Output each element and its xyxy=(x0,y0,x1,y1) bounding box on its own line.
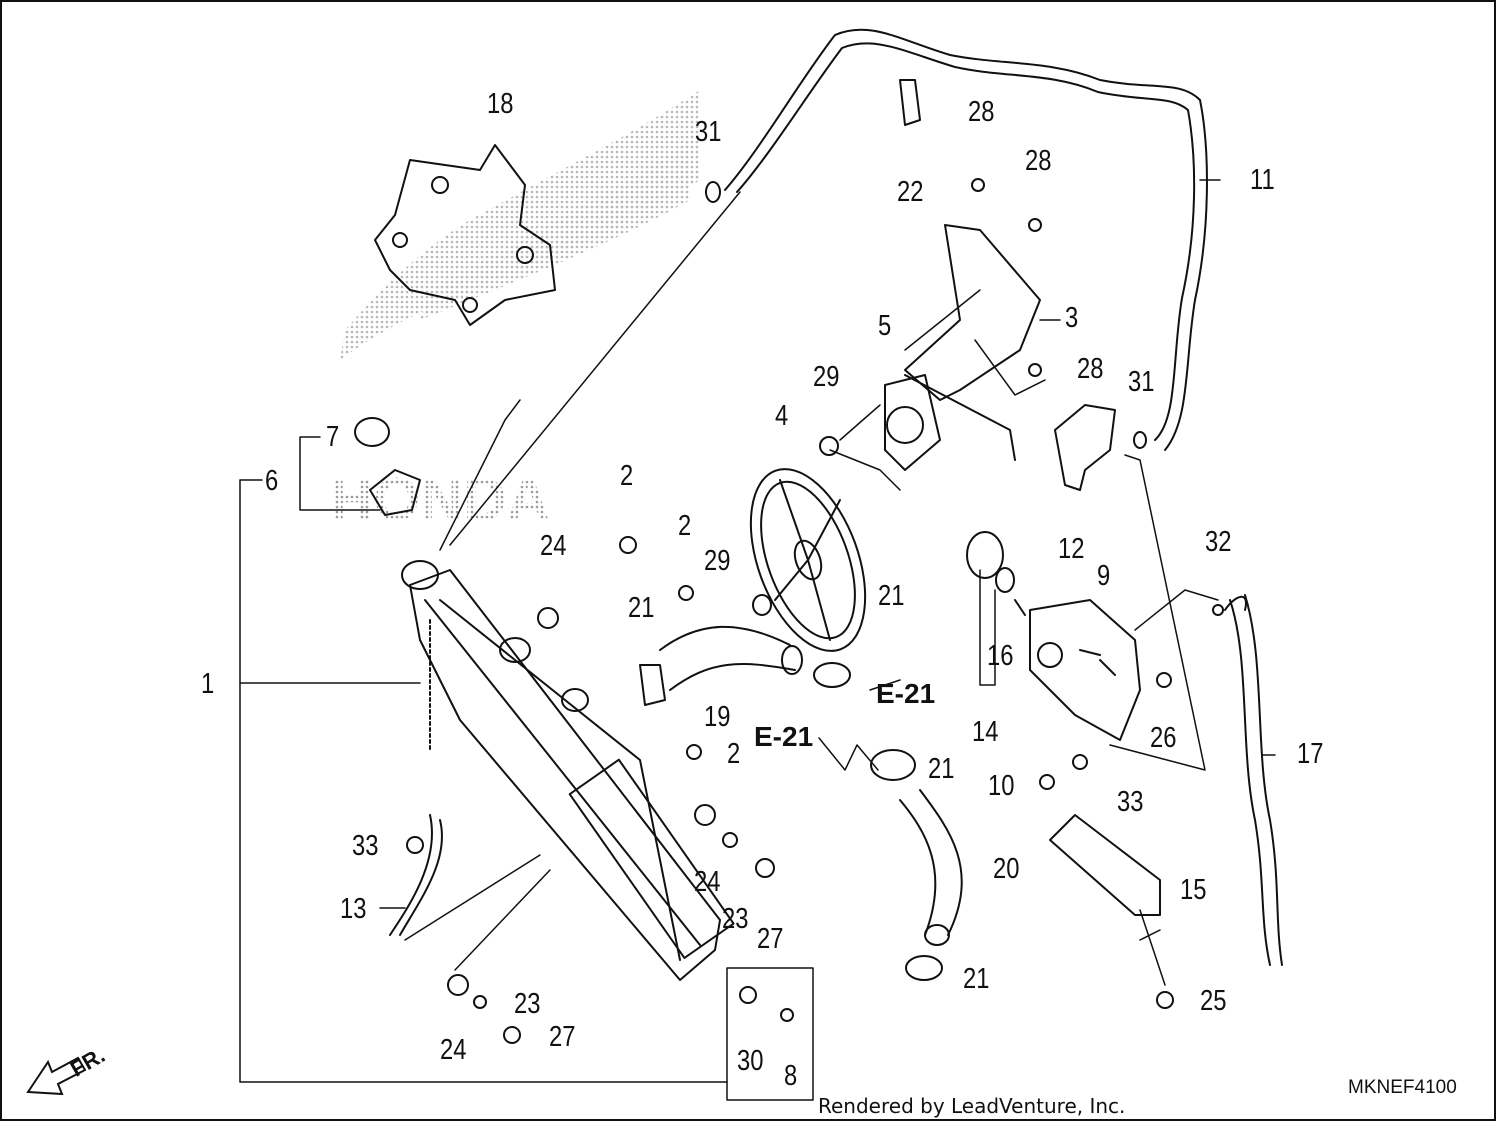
render-credit: Rendered by LeadVenture, Inc. xyxy=(818,1094,1126,1118)
watermark-text: HONDA xyxy=(330,466,550,533)
callout-25: 25 xyxy=(1200,985,1227,1017)
callout-33b: 33 xyxy=(1117,786,1144,818)
radiator-1 xyxy=(409,569,721,981)
callout-29a: 29 xyxy=(813,361,840,393)
callout-26: 26 xyxy=(1150,722,1177,754)
callout-31b: 31 xyxy=(1128,366,1155,398)
callout-13: 13 xyxy=(340,893,367,925)
callout-21d: 21 xyxy=(963,963,990,995)
callout-30: 30 xyxy=(737,1045,764,1077)
callout-27b: 27 xyxy=(549,1021,576,1053)
drawing-code: MKNEF4100 xyxy=(1348,1077,1457,1098)
callout-28a: 28 xyxy=(968,96,995,128)
callout-2c: 2 xyxy=(727,738,741,770)
shroud-3 xyxy=(904,224,1041,401)
stay-13 xyxy=(389,814,443,936)
hose-19 xyxy=(659,625,791,651)
callout-18: 18 xyxy=(487,88,514,120)
callout-27a: 27 xyxy=(757,923,784,955)
fan-4 xyxy=(749,468,867,652)
callout-21c: 21 xyxy=(928,753,955,785)
hose-17 xyxy=(1229,599,1271,966)
callout-8: 8 xyxy=(784,1060,798,1092)
callout-20: 20 xyxy=(993,853,1020,885)
callout-12: 12 xyxy=(1058,533,1085,565)
callout-29b: 29 xyxy=(704,545,731,577)
callout-7: 7 xyxy=(326,421,340,453)
callout-16: 16 xyxy=(987,640,1014,672)
callout-21b: 21 xyxy=(878,580,905,612)
hose-20 xyxy=(899,799,937,936)
cover-12 xyxy=(1054,404,1116,491)
reference-e21-lower[interactable]: E-21 xyxy=(754,721,814,752)
hose-11 xyxy=(724,28,1208,451)
callout-17: 17 xyxy=(1297,738,1324,770)
bracket-18 xyxy=(374,144,556,326)
housing-9 xyxy=(1029,599,1141,741)
reference-e21-upper[interactable]: E-21 xyxy=(876,678,936,709)
callout-33a: 33 xyxy=(352,830,379,862)
callout-28c: 28 xyxy=(1077,353,1104,385)
callout-3: 3 xyxy=(1065,302,1079,334)
callout-31a: 31 xyxy=(695,116,722,148)
callout-23a: 23 xyxy=(722,903,749,935)
callout-5: 5 xyxy=(878,310,892,342)
callout-11: 11 xyxy=(1250,164,1275,196)
callout-32: 32 xyxy=(1205,526,1232,558)
callout-2b: 2 xyxy=(678,510,692,542)
callout-24c: 24 xyxy=(440,1034,467,1066)
front-arrow xyxy=(26,1056,87,1096)
callout-22: 22 xyxy=(897,176,924,208)
callout-6: 6 xyxy=(265,465,279,497)
callout-10: 10 xyxy=(988,770,1015,802)
callout-23b: 23 xyxy=(514,988,541,1020)
callout-24b: 24 xyxy=(694,866,721,898)
callout-21a: 21 xyxy=(628,592,655,624)
radiator-cap-6 xyxy=(369,469,421,516)
callout-15: 15 xyxy=(1180,874,1207,906)
callout-14: 14 xyxy=(972,716,999,748)
callout-24a: 24 xyxy=(540,530,567,562)
callout-1: 1 xyxy=(201,668,215,700)
fan-motor-5 xyxy=(884,374,941,471)
callout-9: 9 xyxy=(1097,560,1111,592)
callout-2a: 2 xyxy=(620,460,634,492)
guard-15 xyxy=(1049,814,1161,916)
callout-19: 19 xyxy=(704,701,731,733)
callout-28b: 28 xyxy=(1025,145,1052,177)
callout-4: 4 xyxy=(775,400,789,432)
